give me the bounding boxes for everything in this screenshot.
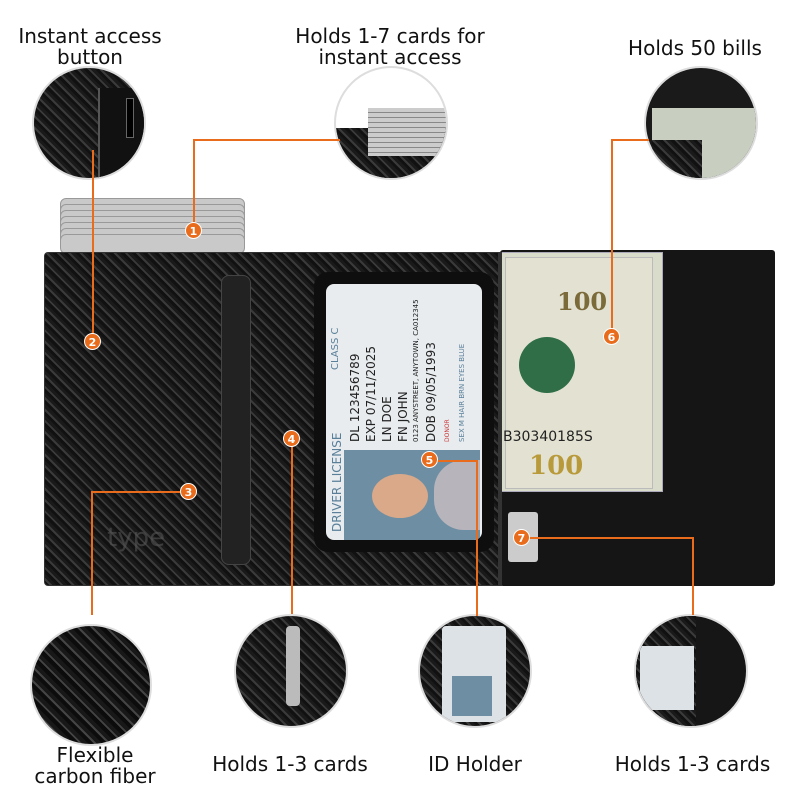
id-address: 0123 ANYSTREET, ANYTOWN, CA012345 bbox=[412, 299, 420, 442]
id-card: DRIVER LICENSE CLASS C DL 123456789 EXP … bbox=[326, 284, 482, 540]
detail-circle-button bbox=[32, 66, 146, 180]
id-window: DRIVER LICENSE CLASS C DL 123456789 EXP … bbox=[314, 272, 494, 552]
badge-3: 3 bbox=[180, 483, 197, 500]
label-flexible-carbon: Flexible carbon fiber bbox=[34, 743, 156, 788]
card-stack bbox=[60, 198, 245, 258]
detail-circle-slot-left bbox=[234, 614, 348, 728]
id-class: CLASS C bbox=[330, 327, 341, 370]
id-donor: DONOR bbox=[444, 419, 451, 442]
detail-circle-id bbox=[418, 614, 532, 728]
id-ln: LN DOE bbox=[380, 396, 394, 442]
badge-6: 6 bbox=[603, 328, 620, 345]
id-exp: EXP 07/11/2025 bbox=[364, 345, 378, 442]
brand-logo: type bbox=[107, 523, 166, 553]
detail-circle-slot-right bbox=[634, 614, 748, 728]
id-details: SEX M HAIR BRN EYES BLUE bbox=[458, 343, 466, 442]
detail-circle-cards bbox=[334, 66, 448, 180]
badge-4: 4 bbox=[283, 430, 300, 447]
id-dl: DL 123456789 bbox=[348, 353, 362, 442]
badge-5: 5 bbox=[421, 451, 438, 468]
label-holds-1-3-left: Holds 1-3 cards bbox=[212, 752, 368, 776]
label-id-holder: ID Holder bbox=[428, 752, 522, 776]
id-title: DRIVER LICENSE bbox=[330, 432, 344, 532]
badge-1: 1 bbox=[185, 222, 202, 239]
bill-serial: B30340185S bbox=[503, 429, 593, 445]
id-fn: FN JOHN bbox=[396, 391, 410, 442]
card-slot-left[interactable] bbox=[221, 275, 251, 565]
badge-7: 7 bbox=[513, 529, 530, 546]
id-photo bbox=[344, 450, 480, 540]
access-button-icon bbox=[126, 98, 134, 138]
detail-circle-carbon bbox=[30, 624, 152, 746]
label-holds-bills: Holds 50 bills bbox=[628, 36, 762, 60]
bill-denomination-bottom: 100 bbox=[529, 451, 584, 481]
detail-circle-bills bbox=[644, 66, 758, 180]
bill-stack: 100 B30340185S 100 bbox=[498, 252, 663, 492]
badge-2: 2 bbox=[84, 333, 101, 350]
label-instant-access-button: Instant access button bbox=[18, 24, 162, 69]
fold-edge bbox=[498, 252, 502, 586]
label-holds-cards-instant: Holds 1-7 cards for instant access bbox=[295, 24, 485, 69]
label-holds-1-3-right: Holds 1-3 cards bbox=[614, 752, 771, 776]
id-dob: DOB 09/05/1993 bbox=[424, 342, 438, 442]
treasury-seal-icon bbox=[519, 337, 575, 393]
bill-denomination-top: 100 bbox=[557, 287, 608, 316]
